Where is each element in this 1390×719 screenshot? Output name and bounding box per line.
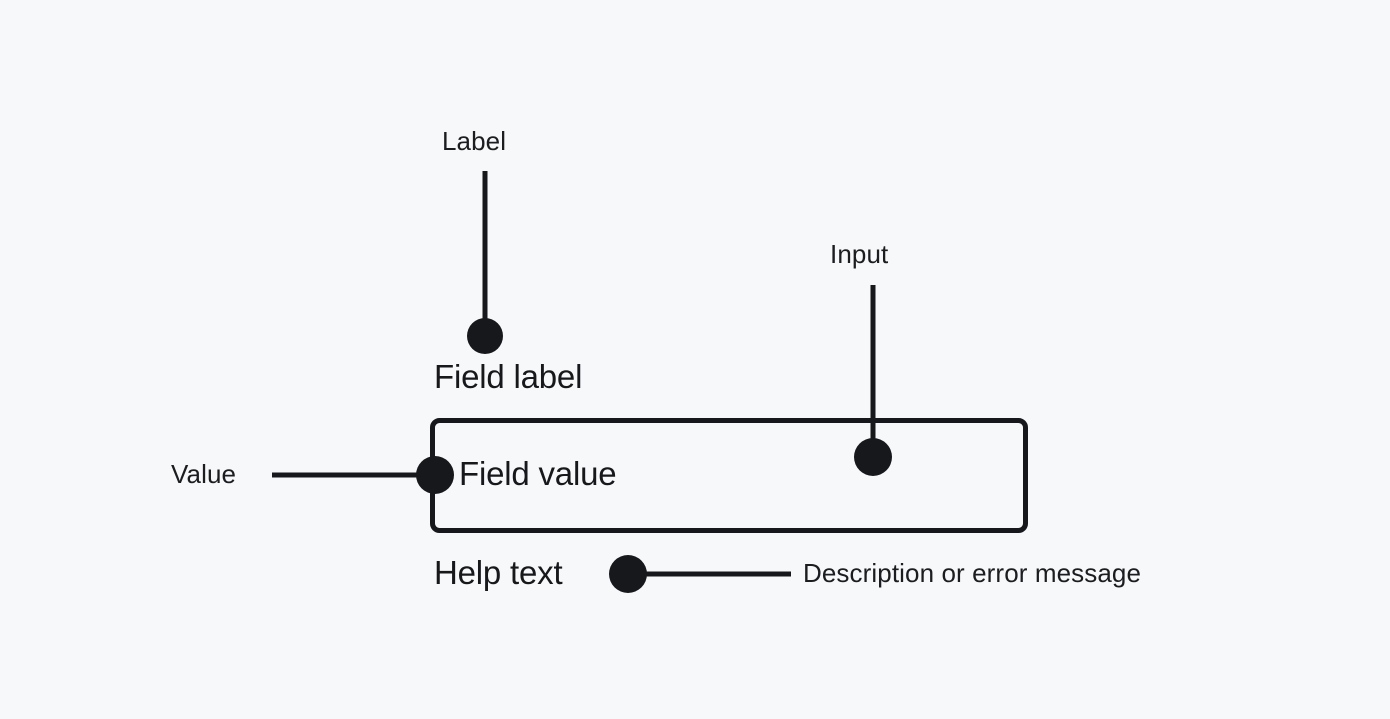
input-anchor-dot bbox=[854, 438, 892, 476]
field-help-sample: Help text bbox=[434, 554, 563, 591]
callout-description-text: Description or error message bbox=[803, 558, 1142, 588]
label-anchor-dot bbox=[467, 318, 503, 354]
help-anchor-dot bbox=[609, 555, 647, 593]
callout-label-text: Label bbox=[442, 126, 507, 156]
value-anchor-dot bbox=[416, 456, 454, 494]
callout-input-text: Input bbox=[830, 239, 889, 269]
field-label-sample: Field label bbox=[434, 358, 583, 395]
field-value-sample[interactable]: Field value bbox=[459, 455, 617, 492]
callout-value-text: Value bbox=[171, 459, 237, 489]
